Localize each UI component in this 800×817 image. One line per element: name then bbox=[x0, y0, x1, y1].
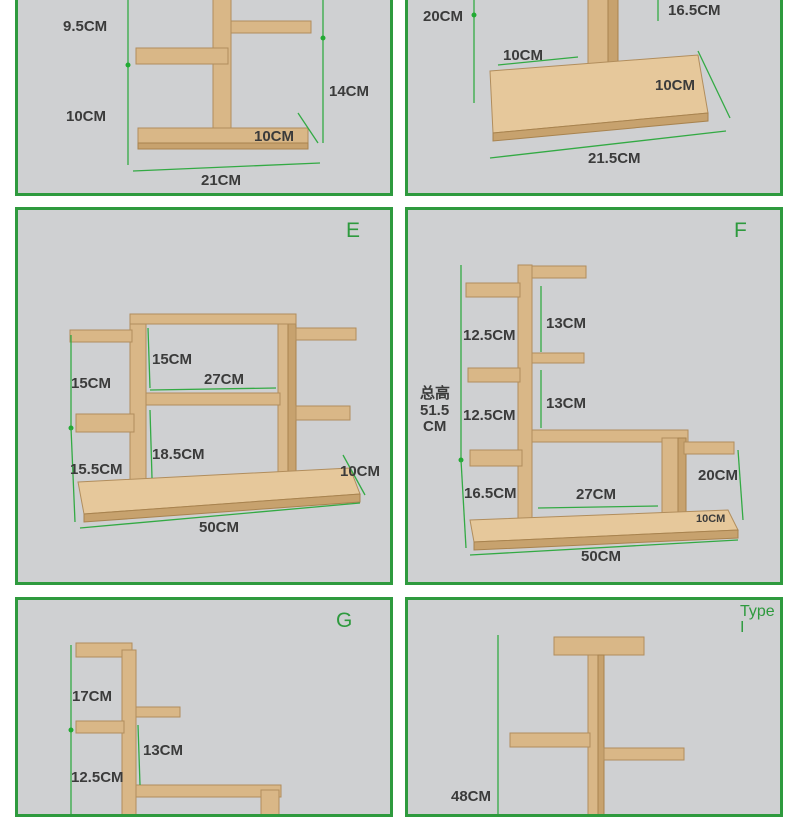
dim-label: 10CM bbox=[254, 128, 294, 145]
dim-label: 总高 bbox=[420, 384, 450, 402]
dim-label: 27CM bbox=[576, 486, 616, 503]
dim-label: 50CM bbox=[581, 548, 621, 565]
panel-letter: Type I bbox=[740, 604, 775, 636]
shelf-drawing-f: 13CM 12.5CM 13CM 12.5CM 总高 51.5 CM 16.5C… bbox=[420, 264, 744, 565]
shelf-drawing-g: 17CM 13CM 12.5CM bbox=[68, 642, 282, 814]
dim-label: 50CM bbox=[199, 519, 239, 536]
dim-label: 15CM bbox=[152, 351, 192, 368]
dim-label: 12.5CM bbox=[463, 407, 516, 424]
dim-label: 12.5CM bbox=[71, 769, 124, 786]
shelf-drawing-h: 48CM bbox=[451, 635, 685, 814]
dim-label: 15CM bbox=[71, 375, 111, 392]
shelf-drawing-c: 9.5CM 10CM 14CM 10CM 21CM bbox=[63, 0, 369, 189]
dim-label: 10CM bbox=[340, 463, 380, 480]
dim-label: 14CM bbox=[329, 83, 369, 100]
dim-label: 48CM bbox=[451, 788, 491, 805]
product-panel-e: E 15CM 15CM 27CM 15.5CM 18.5CM 10CM 50C bbox=[15, 207, 393, 585]
dim-label: 21.5CM bbox=[588, 150, 641, 167]
dim-label: 16.5CM bbox=[464, 485, 517, 502]
product-panel-g: G 17CM 13CM 12.5CM bbox=[15, 597, 393, 817]
product-panel-f: F 13CM 12.5CM 13CM 12.5CM 总高 51.5 bbox=[405, 207, 783, 585]
dim-label: 13CM bbox=[546, 315, 586, 332]
dim-label: 12.5CM bbox=[463, 327, 516, 344]
panel-letter-line1: Type bbox=[740, 603, 775, 620]
dim-label: 51.5 bbox=[420, 402, 449, 419]
dim-label: 18.5CM bbox=[152, 446, 205, 463]
dim-label: 10CM bbox=[66, 108, 106, 125]
dim-label: 15.5CM bbox=[70, 461, 123, 478]
dim-label: 17CM bbox=[72, 688, 112, 705]
dim-label: CM bbox=[423, 418, 446, 435]
product-panel-h: Type I 48CM bbox=[405, 597, 783, 817]
dim-label: 16.5CM bbox=[668, 2, 721, 19]
dim-label: 10CM bbox=[503, 47, 543, 64]
dim-label: 10CM bbox=[655, 77, 695, 94]
panel-letter-line2: I bbox=[740, 619, 745, 636]
dim-label: 9.5CM bbox=[63, 18, 107, 35]
dim-label: 10CM bbox=[696, 513, 725, 525]
panel-letter: F bbox=[734, 219, 747, 242]
dim-label: 20CM bbox=[423, 8, 463, 25]
dim-label: 13CM bbox=[143, 742, 183, 759]
panel-letter: E bbox=[346, 219, 361, 242]
dim-label: 21CM bbox=[201, 172, 241, 189]
product-panel-d: 20CM 16.5CM 10CM 10CM 21.5CM bbox=[405, 0, 783, 196]
panel-letter: G bbox=[336, 609, 353, 632]
dim-label: 13CM bbox=[546, 395, 586, 412]
shelf-drawing-e: 15CM 15CM 27CM 15.5CM 18.5CM 10CM 50CM bbox=[68, 313, 380, 536]
dim-label: 27CM bbox=[204, 371, 244, 388]
product-panel-c: 9.5CM 10CM 14CM 10CM 21CM bbox=[15, 0, 393, 196]
dim-label: 20CM bbox=[698, 467, 738, 484]
shelf-drawing-d: 20CM 16.5CM 10CM 10CM 21.5CM bbox=[423, 0, 731, 167]
